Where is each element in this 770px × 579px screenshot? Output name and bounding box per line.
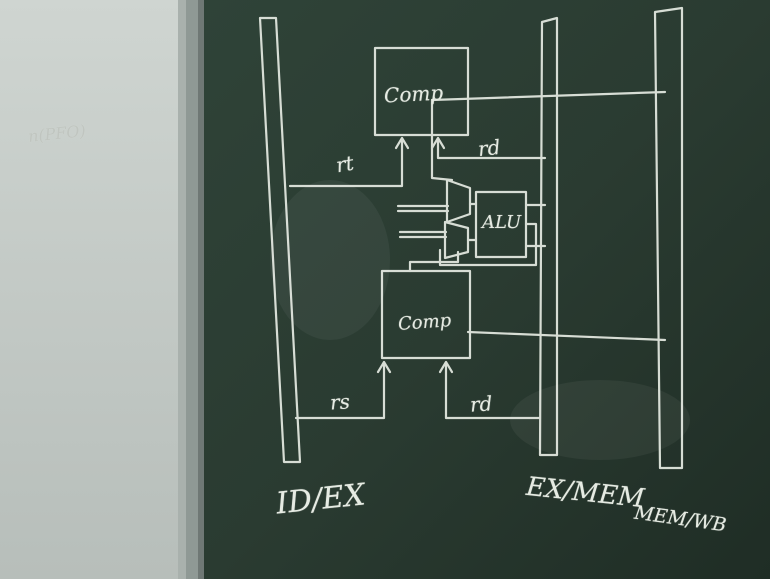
rd-top-label: rd	[477, 135, 502, 161]
comp-bottom-label: Comp	[397, 310, 452, 335]
rt-label: rt	[334, 151, 356, 178]
rd-bottom-label: rd	[469, 391, 493, 417]
board-frame-shadow	[198, 0, 204, 579]
wall	[0, 0, 185, 579]
rs-label: rs	[329, 389, 350, 414]
alu-label: ALU	[482, 212, 521, 233]
comp-top-label: Comp	[383, 80, 443, 107]
